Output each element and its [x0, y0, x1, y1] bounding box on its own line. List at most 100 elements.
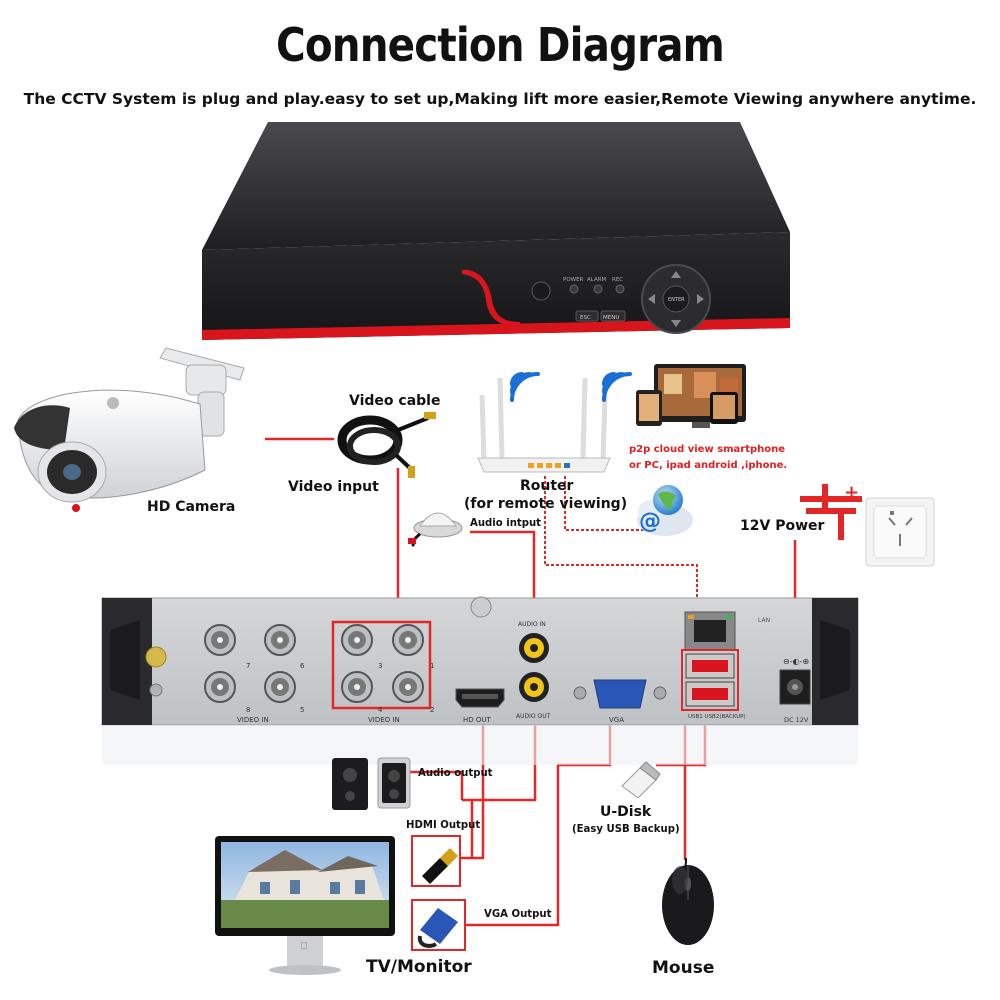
vga-output-label: VGA Output [484, 907, 552, 920]
panel-reflection [102, 725, 858, 765]
bnc-connector-icon [424, 412, 436, 419]
enter-button[interactable] [662, 285, 690, 313]
rca-audio-out-icon [519, 672, 549, 702]
hd-camera [14, 347, 245, 512]
mouse-label: Mouse [652, 958, 715, 978]
dc-power-symbol: + [800, 482, 862, 540]
power-led-icon [569, 284, 579, 294]
dvr-red-accent [462, 269, 520, 327]
dc-jack-icon [779, 669, 811, 705]
video-in-group-left: 7 6 8 5 VIDEO IN [204, 624, 305, 724]
rec-led-icon [615, 284, 625, 294]
video-in-left-label: VIDEO IN [237, 716, 269, 724]
router-note-label: (for remote viewing) [464, 496, 628, 512]
menu-button[interactable] [600, 310, 626, 322]
dvr-red-strip [202, 318, 790, 340]
dc-connector-icon [408, 466, 415, 478]
p2p-line2-label: or PC, ipad android ,iphone. [629, 460, 788, 471]
rec-label: REC [612, 277, 623, 283]
usb-port-icon [685, 681, 735, 707]
video-cable-label: Video cable [349, 393, 441, 409]
ch5-label: 5 [300, 706, 304, 714]
usb-label: USB1 USB2(BACKUP) [688, 714, 746, 720]
camera-lens-glass [63, 464, 81, 480]
power-12v-label: 12V Power [740, 518, 825, 534]
rca-audio-in-icon [519, 633, 549, 663]
dvr-front-view: POWER ALARM REC ESC MENU ENTER [202, 122, 790, 340]
menu-label: MENU [603, 315, 619, 321]
wall-socket-icon [865, 497, 935, 567]
bnc-port-icon [204, 671, 236, 703]
dc12v-label: DC 12V [784, 716, 809, 724]
audio-in-label: AUDIO IN [518, 621, 546, 628]
lan-port-icon [684, 611, 736, 651]
vga-cable-icon [417, 908, 458, 948]
alarm-led-icon [593, 284, 603, 294]
video-cable [337, 412, 436, 478]
led-indicators [569, 284, 625, 294]
router-to-cloud-wire [564, 476, 663, 531]
udisk-note-label: (Easy USB Backup) [572, 822, 680, 835]
ch7-label: 7 [246, 662, 250, 670]
arrow-right-icon [697, 294, 704, 304]
udisk-icon [621, 761, 661, 799]
viewing-devices [636, 364, 746, 428]
bnc-port-icon [264, 671, 296, 703]
udisk-label: U-Disk [600, 804, 652, 820]
dvr-top-surface [202, 122, 790, 250]
ch2-label: 2 [430, 706, 434, 714]
tv-monitor-label: TV/Monitor [366, 957, 472, 977]
router [477, 372, 632, 473]
usb-port-icon [685, 653, 735, 679]
router-body [477, 457, 611, 473]
video-in-group-right: 3 1 4 2 VIDEO IN [341, 624, 434, 724]
arrow-up-icon [671, 271, 681, 278]
arrow-down-icon [671, 320, 681, 327]
bnc-port-icon [392, 671, 424, 703]
hdmi-port-icon [455, 688, 505, 708]
usb-highlight-box [681, 649, 739, 711]
audio-pickup-mic [408, 512, 463, 548]
arrow-left-icon [648, 294, 655, 304]
at-sign-icon: @ [639, 509, 661, 534]
enter-label: ENTER [668, 297, 685, 303]
vga-port-icon [573, 679, 667, 709]
tv-monitor:  [215, 836, 395, 975]
hdmi-cable-icon [422, 848, 458, 884]
speaker-wire [410, 770, 464, 800]
p2p-line1-label: p2p cloud view smartphone [629, 444, 786, 455]
ch3-label: 3 [378, 662, 382, 670]
dvr-back-panel: 7 6 8 5 VIDEO IN 3 1 4 2 VIDEO IN AUDIO … [101, 596, 859, 726]
esc-button[interactable] [575, 310, 599, 322]
page-subtitle: The CCTV System is plug and play.easy to… [23, 90, 977, 108]
router-to-lan-wire [544, 476, 698, 622]
bnc-port-icon [341, 671, 373, 703]
speakers-icon [332, 757, 411, 810]
video-in-right-label: VIDEO IN [368, 716, 400, 724]
hd-out-label: HD OUT [463, 716, 492, 724]
camera-led-icon [72, 504, 80, 512]
video-input-label: Video input [288, 479, 379, 495]
power-label: POWER [563, 277, 584, 283]
hd-camera-label: HD Camera [147, 499, 236, 515]
bnc-port-icon [341, 624, 373, 656]
bnc-port-icon [264, 624, 296, 656]
camera-bracket [185, 364, 227, 396]
esc-label: ESC [580, 315, 591, 321]
svg-text::  [300, 941, 308, 952]
router-label: Router [520, 478, 574, 494]
audio-output-label: Audio output [418, 766, 493, 779]
lan-label: LAN [758, 617, 770, 624]
ir-receiver-icon [531, 281, 551, 301]
ch4-label: 4 [378, 706, 383, 714]
bnc-port-icon [204, 624, 236, 656]
vga-label: VGA [609, 716, 624, 724]
ch8-label: 8 [246, 706, 250, 714]
mouse-icon [662, 857, 714, 945]
ch6-label: 6 [300, 662, 305, 670]
video-in-highlight-box [331, 620, 432, 710]
camera-screw-icon [107, 397, 119, 409]
audio-input-label: Audio intput [470, 516, 542, 529]
alarm-label: ALARM [587, 277, 607, 283]
